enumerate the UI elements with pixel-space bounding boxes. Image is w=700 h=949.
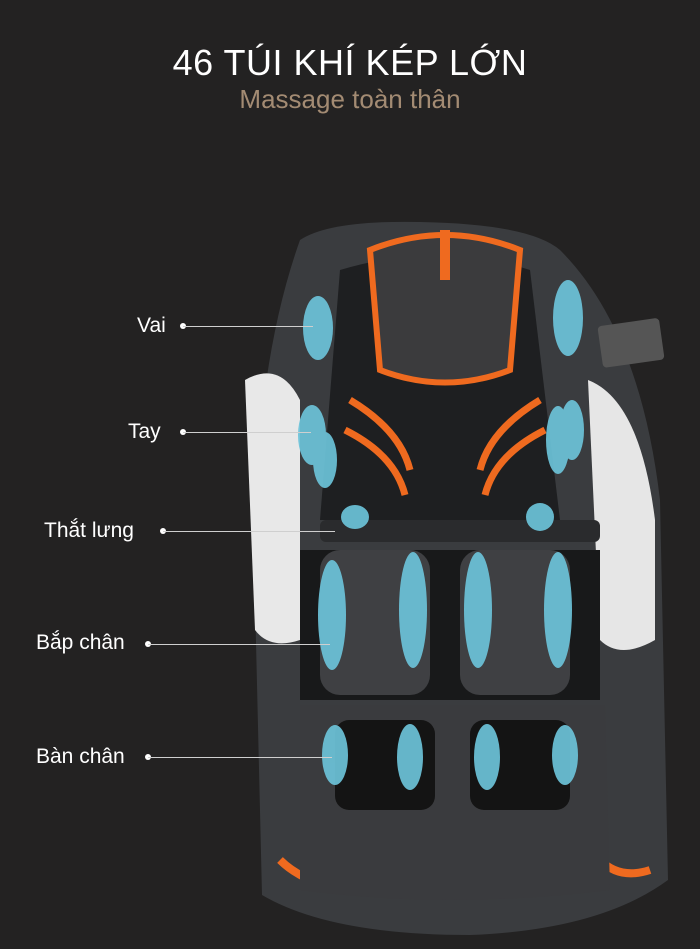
callout-line <box>148 757 332 758</box>
callout-line <box>163 531 335 532</box>
callout-label: Vai <box>137 314 166 337</box>
page-subtitle: Massage toàn thân <box>239 84 461 114</box>
callout-label: Tay <box>128 420 161 443</box>
callout-line <box>148 644 330 645</box>
callout-label: Bàn chân <box>36 745 125 768</box>
callout-label: Thắt lưng <box>44 519 134 542</box>
callout-line <box>183 326 313 327</box>
callout-label: Bắp chân <box>36 631 125 654</box>
airbags <box>298 280 584 790</box>
page-title: 46 TÚI KHÍ KÉP LỚN <box>172 42 528 83</box>
callout-line <box>183 432 311 433</box>
